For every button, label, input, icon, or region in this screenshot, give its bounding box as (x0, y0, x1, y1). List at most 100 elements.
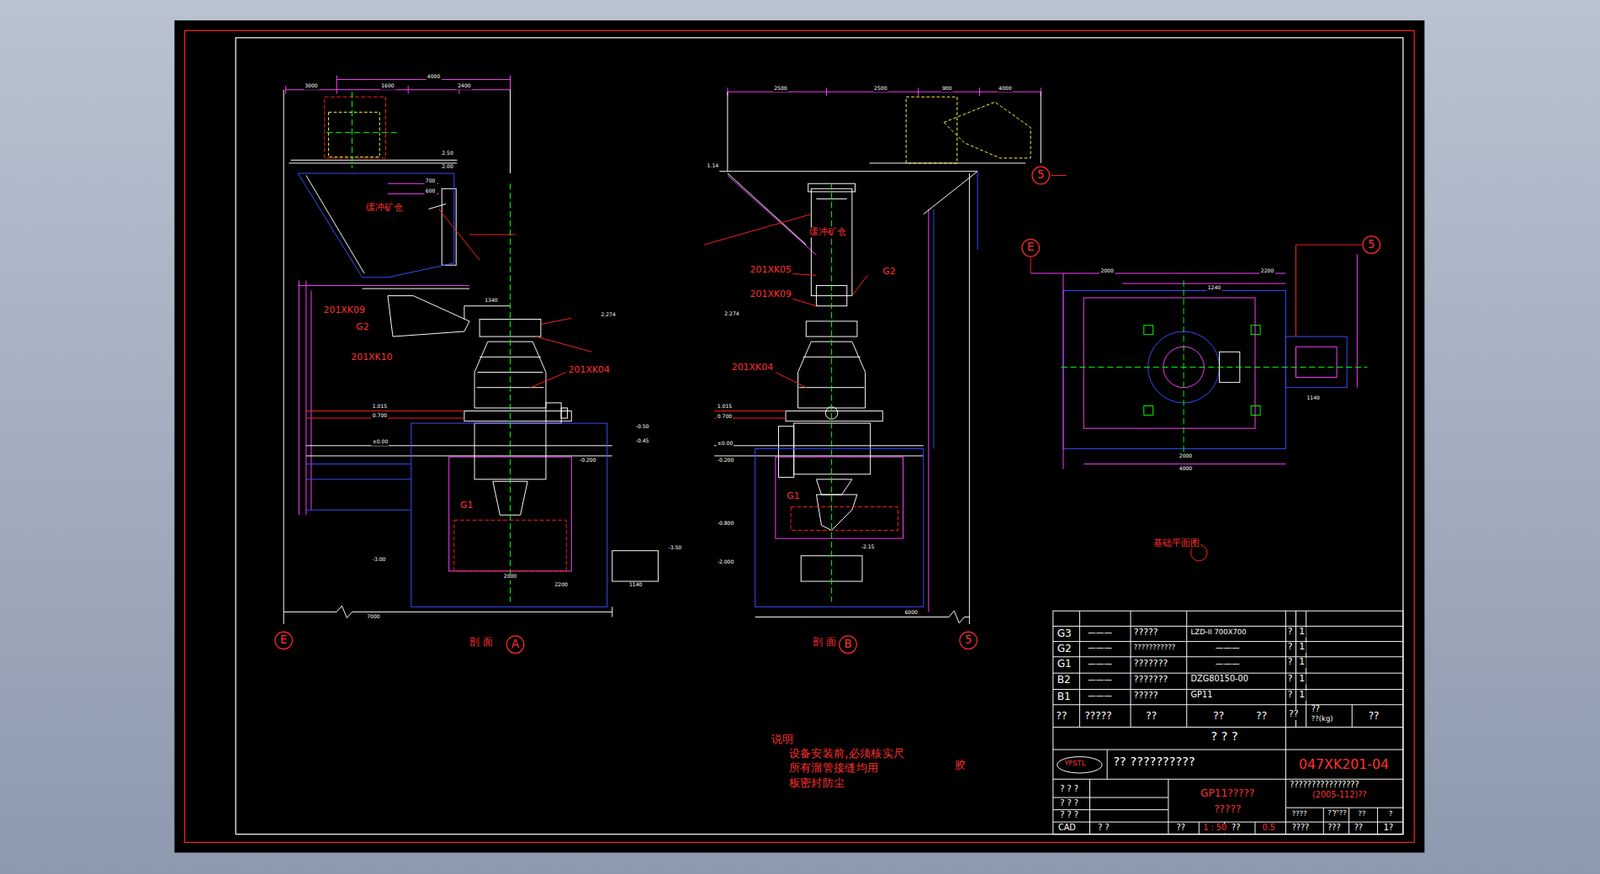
drawing-text: ? ? ? (1059, 799, 1080, 809)
drawing-text: G3 (1055, 627, 1073, 639)
axis-label: A (511, 638, 520, 652)
drawing-text: 1 (1298, 642, 1306, 653)
callout-text: 201XK04 (731, 363, 775, 374)
drawing-text: 4000 (997, 85, 1013, 92)
axis-bubble: E (1021, 238, 1040, 258)
callout-text: 201XK05 (748, 264, 793, 276)
drawing-text: GP11 (1189, 691, 1214, 701)
drawing-text: 900 (941, 85, 954, 92)
callout-text: 缓冲矿仓 (365, 202, 404, 213)
drawing-text: 2200 (553, 582, 569, 589)
drawing-text: 2.50 (440, 150, 455, 157)
callout-text: 1 : 50 (1202, 824, 1228, 834)
callout-text: 板密封防尘 (787, 777, 846, 790)
callout-text: G2 (881, 267, 897, 278)
drawing-text: ——— (1086, 659, 1114, 669)
drawing-text: ——— (1086, 692, 1114, 702)
drawing-text: 1.015 (716, 403, 734, 410)
drawing-text: ?? (1352, 824, 1364, 834)
drawing-text: 1 (1298, 673, 1306, 684)
axis-bubble: E (274, 630, 293, 650)
callout-text: (2005-112)?? (1311, 791, 1368, 801)
drawing-text: ?? (1175, 824, 1187, 834)
axis-bubble: A (506, 635, 525, 654)
axis-bubble: B (838, 635, 858, 654)
drawing-text: 1? (1382, 824, 1395, 834)
drawing-text: 1.14 (705, 163, 720, 170)
drawing-text: ? (1331, 810, 1338, 819)
callout-text: GP11????? (1199, 787, 1256, 799)
drawing-text: 0.700 (371, 413, 389, 419)
callout-text: 201XK09 (748, 289, 793, 300)
drawing-text: -0.50 (634, 423, 650, 430)
drawing-text: ? (1287, 690, 1294, 701)
drawing-text: ? ? ? (1059, 785, 1080, 795)
drawing-text: 2.274 (723, 311, 741, 318)
drawing-text: ——— (1086, 629, 1114, 639)
drawing-text: 7000 (365, 614, 382, 620)
drawing-text: 4000 (426, 74, 442, 81)
drawing-text: ?? (1212, 709, 1225, 721)
drawing-text: LZD-II 700X700 (1189, 629, 1248, 637)
axis-label: 5 (964, 634, 972, 647)
drawing-text: ??????? (1132, 658, 1169, 669)
callout-text: G1 (785, 491, 801, 502)
axis-bubble: 5 (1361, 235, 1381, 255)
drawing-text: -0.45 (634, 438, 650, 445)
drawing-text: ?? (1366, 709, 1380, 721)
drawing-text: ——— (1213, 659, 1241, 669)
drawing-text: -3.50 (667, 545, 683, 552)
callout-text: YFSTL (1063, 760, 1087, 769)
drawing-text: ? ? ? (1209, 730, 1240, 744)
drawing-text: ? ? ? (1059, 811, 1080, 822)
drawing-text: CAD (1057, 824, 1077, 834)
callout-text: 说明 (770, 733, 795, 747)
drawing-text: 700 (424, 178, 437, 185)
drawing-text: 2400 (456, 83, 472, 90)
drawing-text: 2.274 (599, 312, 617, 318)
drawing-text: 6000 (903, 609, 919, 616)
callout-text: 设备安装前,必须核实尺 (787, 747, 906, 761)
drawing-text: G2 (1055, 642, 1073, 654)
callout-text: 201XK10 (349, 352, 394, 363)
drawing-text: ???? (1290, 824, 1310, 834)
drawing-text: -0.800 (716, 521, 736, 528)
drawing-text: 2500 (873, 85, 889, 92)
axis-label: 5 (1037, 169, 1044, 182)
drawing-text: ???????????????? (1288, 781, 1361, 791)
drawing-text: ?? (1287, 709, 1300, 721)
drawing-text: ? (1287, 673, 1294, 684)
drawing-text: 1.015 (371, 403, 389, 410)
axis-label: B (843, 638, 852, 652)
drawing-text: B1 (1055, 690, 1071, 702)
drawing-text: -3.00 (371, 556, 387, 563)
callout-text: 缓冲矿仓 (808, 227, 848, 238)
callout-text: ????? (1213, 803, 1243, 815)
drawing-text: 2500 (773, 85, 789, 92)
callout-text: 剖 面 (811, 636, 838, 648)
drawing-text: 2000 (1099, 268, 1115, 275)
callout-text: 0.5 (1260, 824, 1277, 834)
drawing-text: ? ? (1096, 824, 1111, 834)
callout-text: 剖 面 (468, 636, 495, 648)
drawing-text: ?? (1310, 705, 1322, 716)
drawing-text: B2 (1055, 673, 1071, 685)
drawing-text: 2000 (503, 574, 519, 581)
drawing-text: ?? (1255, 709, 1268, 721)
drawing-text: ? (1287, 657, 1294, 668)
drawing-text: ????? (1132, 691, 1159, 702)
drawing-text: ±0.00 (716, 440, 735, 447)
drawing-text: G1 (1055, 657, 1073, 669)
drawing-text: -0.200 (578, 457, 598, 464)
drawing-text: ??? (1326, 824, 1342, 834)
drawing-text: ?? (1054, 709, 1068, 721)
callout-text: G2 (354, 322, 371, 333)
drawing-text: -2.000 (716, 560, 736, 567)
axis-bubble: 5 (1031, 166, 1050, 186)
drawing-text: ??(kg) (1310, 715, 1335, 724)
drawing-text: 2200 (1260, 268, 1276, 275)
drawing-text: ?? (1230, 824, 1242, 834)
drawing-text: 1 (1298, 690, 1306, 701)
drawing-text: 1 (1298, 657, 1306, 668)
